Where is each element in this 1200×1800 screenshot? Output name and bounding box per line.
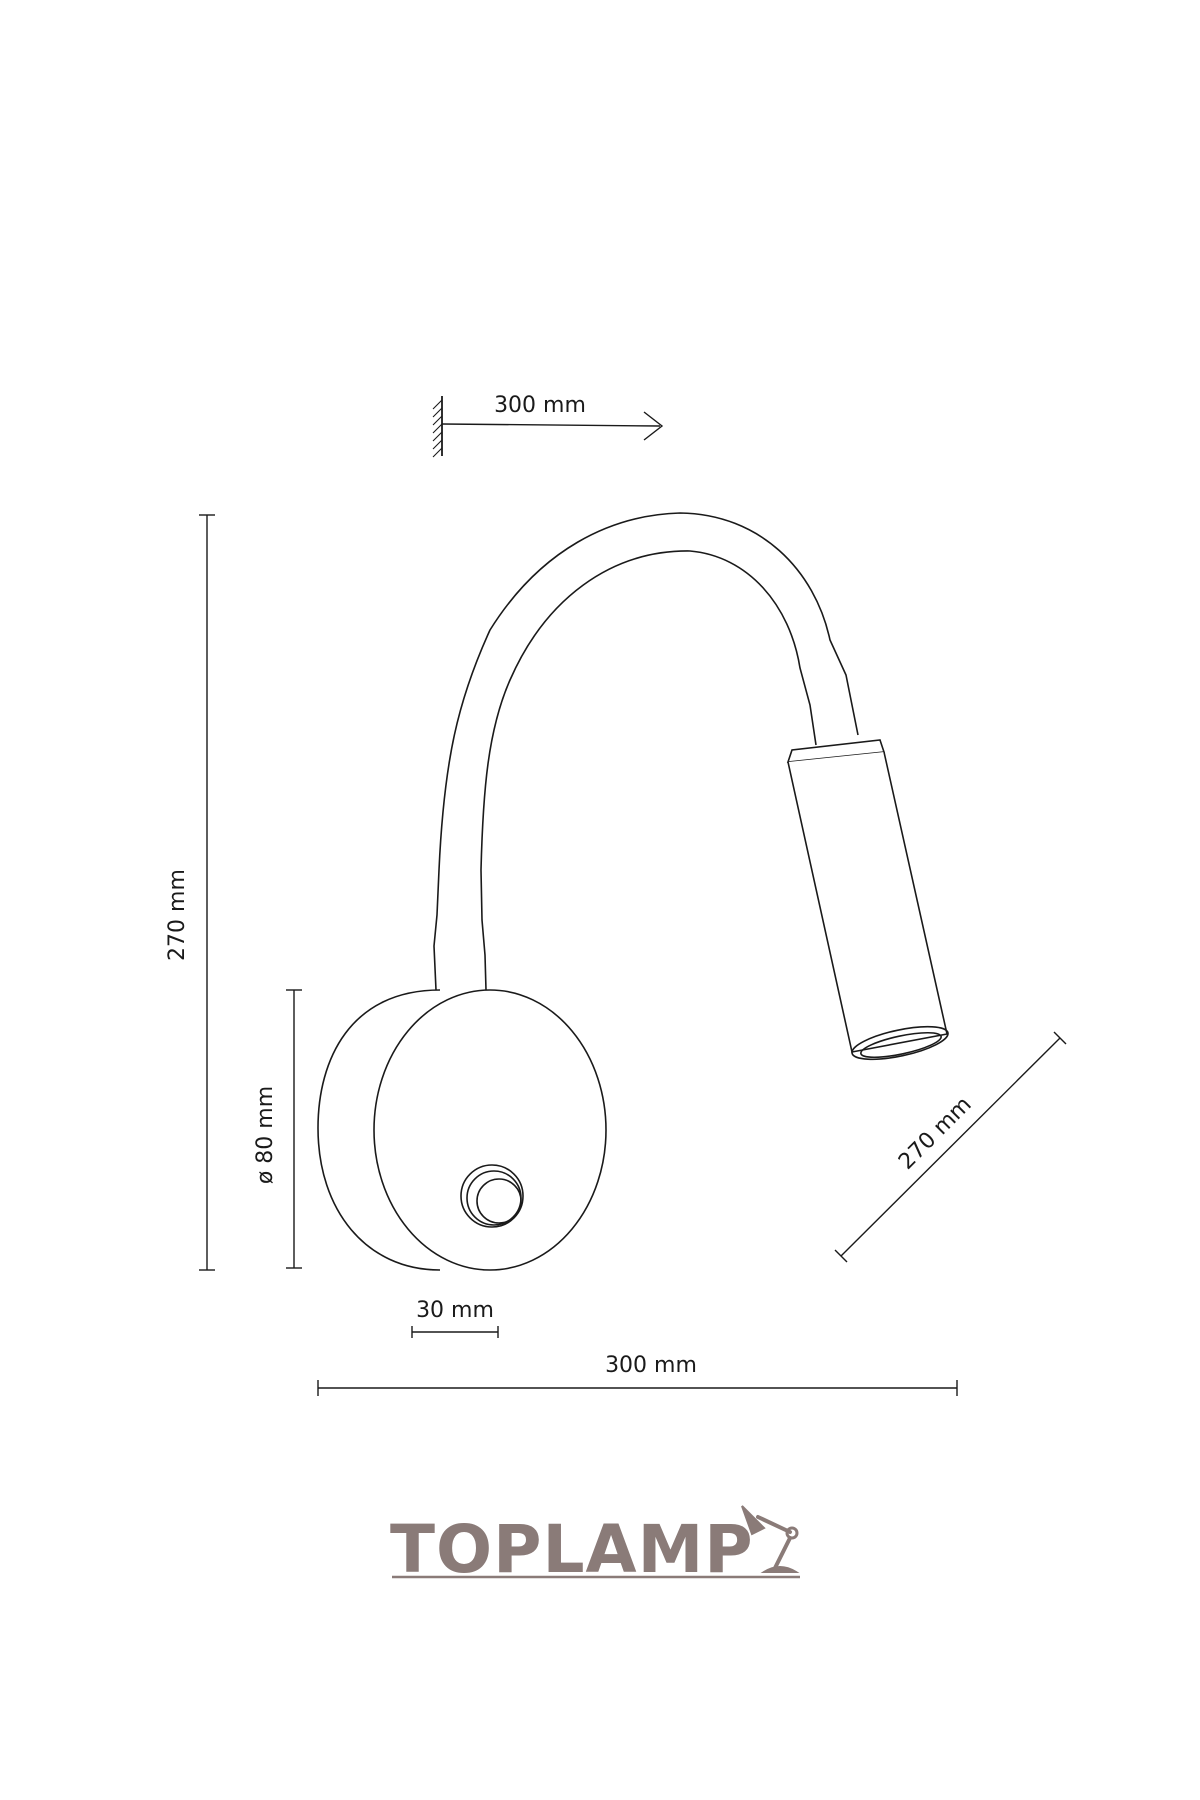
- depth-dimension: [411, 1326, 499, 1338]
- base-front-disc: [373, 989, 607, 1271]
- brand-name: TOPLAMP: [390, 1511, 754, 1588]
- brand-logo: TOPLAMP: [390, 1505, 800, 1588]
- head-body: [787, 751, 948, 1053]
- width-dimension: [317, 1380, 958, 1396]
- reach-arrow-head: [643, 411, 664, 441]
- diameter-dimension: [286, 989, 302, 1269]
- head-lens-inner: [860, 1031, 942, 1059]
- lamp-outline: [317, 512, 949, 1271]
- reach-label: 300 mm: [494, 393, 586, 418]
- gooseneck-inner: [480, 550, 817, 991]
- wall-hatch: [432, 399, 443, 458]
- gooseneck-outer: [433, 512, 859, 991]
- head-collar: [786, 739, 886, 763]
- depth-label: 30 mm: [416, 1298, 494, 1323]
- width-label: 300 mm: [605, 1353, 697, 1378]
- diameter-label: ø 80 mm: [253, 1086, 278, 1184]
- reach-arrow-line: [441, 423, 661, 427]
- head-lens-outer: [851, 1025, 949, 1061]
- height-dimension: [199, 514, 215, 1271]
- reach-dimension: [432, 396, 664, 458]
- switch-outer: [460, 1164, 524, 1228]
- switch-button: [476, 1178, 522, 1224]
- height-label: 270 mm: [165, 869, 190, 961]
- desk-lamp-icon: [741, 1505, 800, 1573]
- head-length-dimension: [834, 1031, 1067, 1263]
- base-back-plate: [317, 989, 441, 1271]
